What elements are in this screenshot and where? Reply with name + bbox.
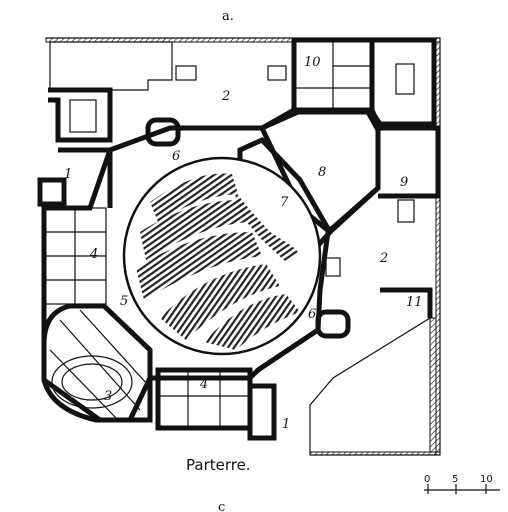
room-label-4-west: 4 [89, 247, 98, 262]
scale-tick-5: 5 [452, 474, 458, 485]
room-labels: 1 1 2 2 3 4 4 5 6 6 7 8 9 10 11 [64, 55, 423, 432]
scale-tick-0: 0 [424, 474, 430, 485]
room-label-3: 3 [104, 389, 112, 404]
room-label-2-east: 2 [379, 251, 388, 266]
top-mark: a. [222, 9, 234, 24]
vestibule-3 [41, 303, 153, 423]
room-label-2-north: 2 [221, 89, 230, 104]
room-label-1-west: 1 [64, 167, 72, 182]
stair-block-north-east [369, 37, 437, 127]
scale-bar: 0 5 10 [424, 474, 500, 494]
room-label-6-north: 6 [172, 149, 180, 164]
room-label-8: 8 [318, 165, 326, 180]
room-label-1-south: 1 [282, 417, 290, 432]
room-label-11: 11 [406, 295, 423, 310]
foyer-west [37, 147, 113, 305]
foyer-south [155, 367, 277, 441]
room-label-5: 5 [120, 294, 128, 309]
room-label-7: 7 [280, 195, 289, 210]
annex-north-west [48, 41, 287, 143]
bottom-mark: c [218, 500, 225, 512]
room-label-6-south: 6 [308, 307, 316, 322]
scale-tick-10: 10 [480, 474, 493, 485]
stair-towers [145, 117, 351, 339]
room-label-4-south: 4 [199, 377, 208, 392]
plan-caption: Parterre. [186, 456, 251, 474]
room-label-10: 10 [304, 55, 321, 70]
room-label-9: 9 [400, 175, 408, 190]
hall-east [325, 257, 433, 318]
auditorium [122, 156, 322, 356]
room-10-block [291, 37, 375, 113]
